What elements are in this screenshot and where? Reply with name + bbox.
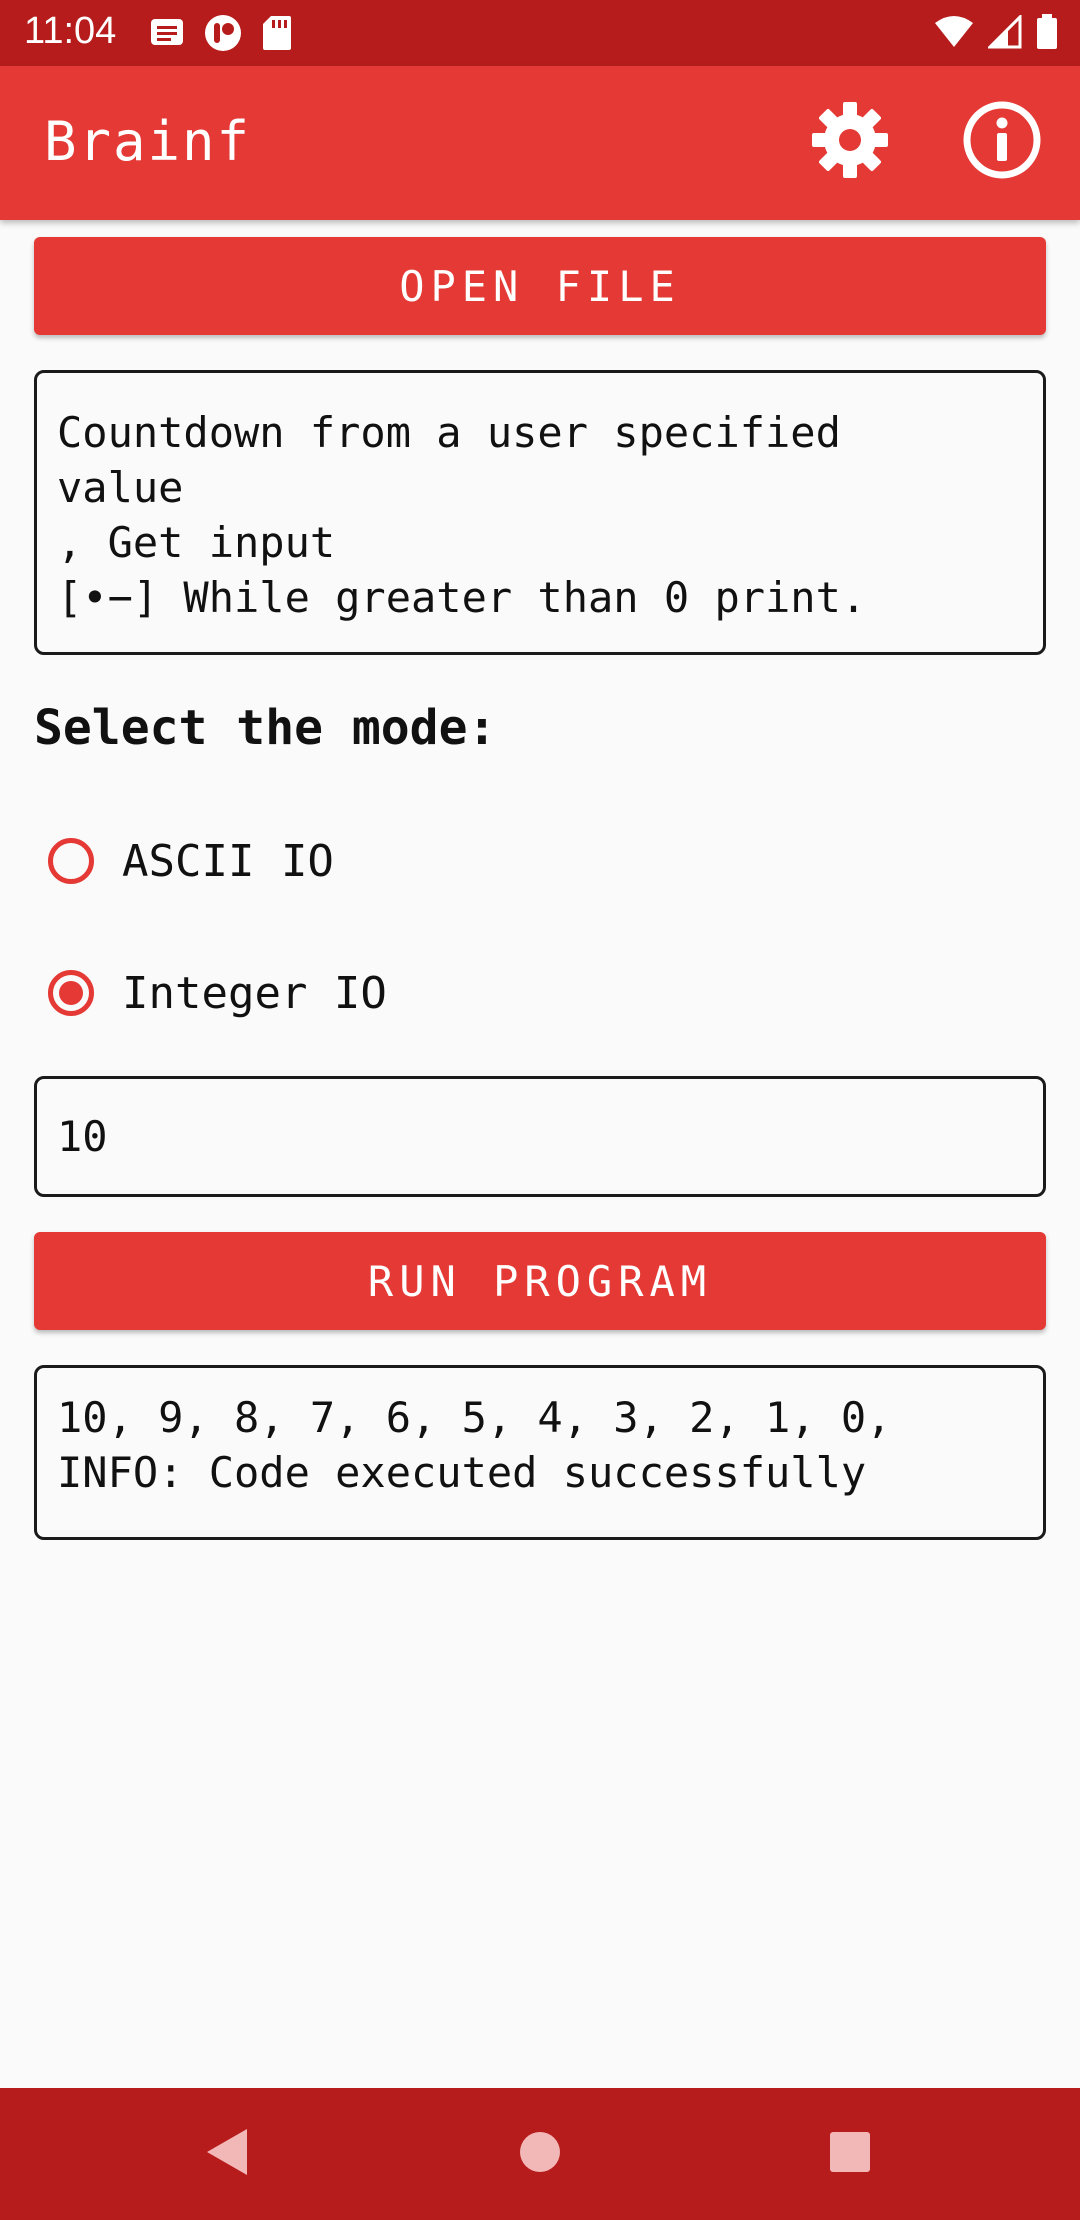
status-time: 11:04 [24,10,117,52]
signal-icon [986,13,1022,53]
recents-button[interactable] [820,2124,880,2184]
settings-button[interactable] [808,100,892,184]
radio-label: Integer IO [122,967,387,1019]
radio-unchecked-icon [48,838,94,884]
program-output: 10, 9, 8, 7, 6, 5, 4, 3, 2, 1, 0, INFO: … [34,1365,1046,1540]
radio-integer-io[interactable]: Integer IO [48,953,387,1033]
code-editor[interactable]: Countdown from a user specified value , … [34,370,1046,655]
radio-label: ASCII IO [122,835,334,887]
recents-icon [829,2131,871,2177]
message-icon [150,18,184,52]
system-status-icons [934,13,1058,54]
radio-dot [59,981,83,1005]
info-button[interactable] [960,100,1044,184]
program-input-field[interactable] [34,1076,1046,1197]
sd-card-icon [262,15,292,55]
home-button[interactable] [510,2124,570,2184]
radio-ascii-io[interactable]: ASCII IO [48,821,334,901]
back-button[interactable] [196,2124,256,2184]
app-title: Brainf [44,110,252,173]
radio-checked-icon [48,970,94,1016]
mode-label: Select the mode: [34,700,497,756]
back-icon [203,2127,249,2181]
wifi-icon [934,15,974,53]
open-file-button[interactable]: OPEN FILE [34,237,1046,335]
gear-icon [810,100,890,184]
notification-icons [150,14,292,56]
navigation-bar [0,2088,1080,2220]
app-notification-icon [204,14,242,56]
app-bar: Brainf [0,66,1080,220]
battery-icon [1036,14,1058,54]
run-program-button[interactable]: RUN PROGRAM [34,1232,1046,1330]
home-icon [519,2131,561,2177]
status-bar: 11:04 [0,0,1080,66]
info-icon [962,100,1042,184]
